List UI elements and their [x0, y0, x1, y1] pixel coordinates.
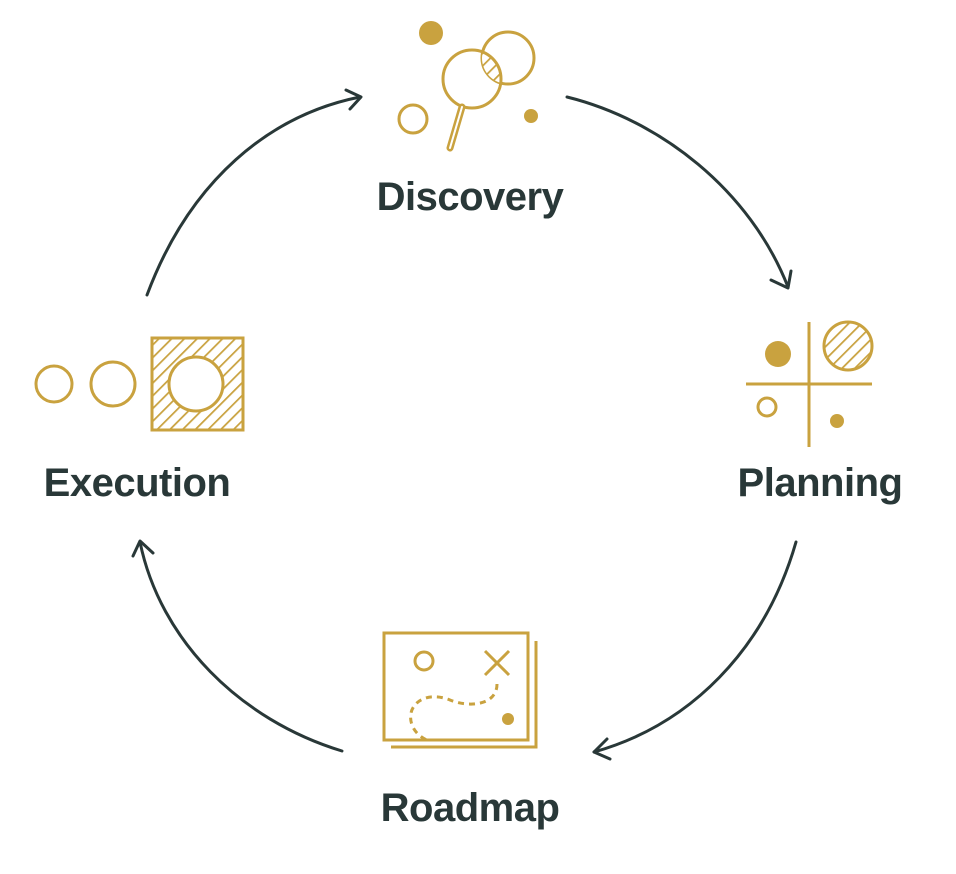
treasure-map-icon	[382, 631, 538, 749]
arrow-roadmap-to-execution	[131, 539, 344, 753]
quadrant-chart-icon	[746, 320, 874, 447]
stage-label-roadmap: Roadmap	[381, 786, 560, 830]
circles-into-box-icon	[34, 336, 245, 432]
stage-label-execution: Execution	[44, 461, 231, 505]
stage-label-discovery: Discovery	[377, 175, 565, 219]
magnifying-glass-icon	[397, 21, 538, 152]
arrow-discovery-to-planning	[565, 95, 793, 290]
arrow-execution-to-discovery	[145, 88, 363, 297]
cycle-arrows	[131, 88, 798, 761]
stage-label-planning: Planning	[738, 461, 903, 505]
arrow-planning-to-roadmap	[592, 540, 798, 761]
